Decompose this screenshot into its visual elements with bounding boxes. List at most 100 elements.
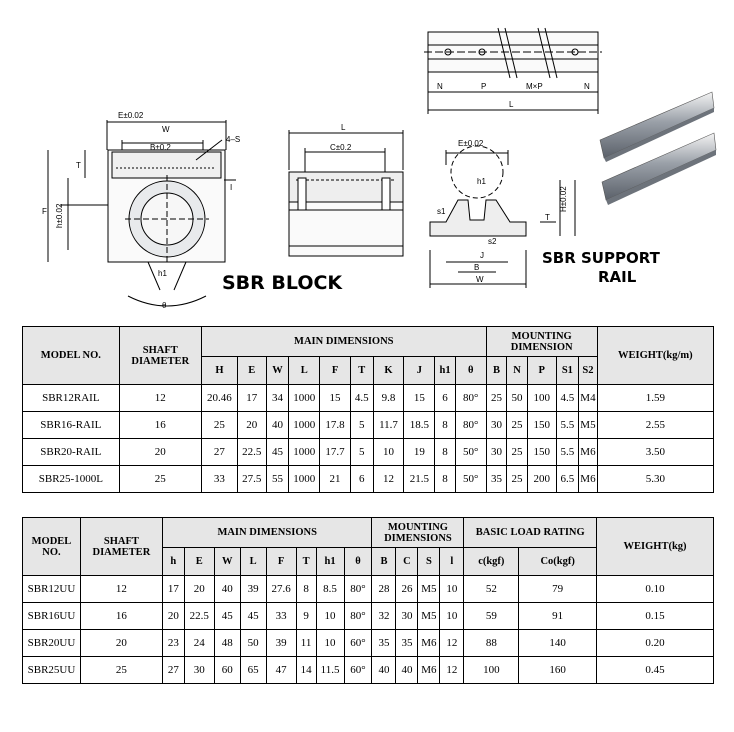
value-cell: 27 — [161, 656, 185, 684]
header2-mounting: MOUNTING DIMENSIONS — [371, 517, 465, 548]
value-cell: 30 — [485, 438, 508, 466]
header2-load-rating: BASIC LOAD RATING — [463, 517, 598, 548]
value-cell: 12 — [439, 656, 465, 684]
value-cell: 21 — [319, 465, 351, 493]
value-cell: 24 — [183, 629, 215, 657]
value-cell: 8 — [434, 411, 456, 439]
value-cell: 65 — [239, 656, 267, 684]
dim-h: h±0.02 — [55, 203, 64, 228]
value-cell: 140 — [518, 629, 598, 657]
dim-l-rail: L — [509, 100, 514, 109]
dim-b-rail: B — [474, 263, 479, 272]
value-cell: 40 — [371, 656, 397, 684]
value-cell: 30 — [395, 602, 419, 630]
value-cell: 10 — [439, 575, 465, 603]
dim-e: E±0.02 — [118, 111, 144, 120]
subheader-cell: F — [265, 547, 297, 576]
value-cell: 6 — [434, 384, 456, 412]
header-weight: WEIGHT(kg/m) — [596, 326, 715, 385]
subheader-cell: S — [417, 547, 441, 576]
value-cell: 33 — [200, 465, 238, 493]
value-cell: 5 — [349, 438, 374, 466]
value-cell: 40 — [213, 575, 241, 603]
value-cell: 5 — [349, 411, 374, 439]
value-cell: 35 — [395, 629, 419, 657]
value-cell: 9 — [295, 602, 317, 630]
dim-theta: θ — [162, 301, 167, 310]
value-cell: 33 — [265, 602, 297, 630]
value-cell: M6 — [417, 656, 441, 684]
value-cell: 11 — [295, 629, 317, 657]
dim-s1: s1 — [437, 207, 446, 216]
subheader-cell: L — [288, 356, 321, 385]
value-cell: 39 — [265, 629, 297, 657]
subheader-cell: N — [506, 356, 528, 385]
subheader-cell: J — [403, 356, 436, 385]
value-cell: 10 — [315, 629, 345, 657]
subheader-cell: c(kgf) — [463, 547, 520, 576]
rail-title-line1: SBR SUPPORT — [542, 249, 660, 267]
value-cell: 16 — [79, 602, 163, 630]
value-cell: 17 — [161, 575, 185, 603]
header2-shaft: SHAFT DIAMETER — [79, 517, 163, 576]
value-cell: 35 — [371, 629, 397, 657]
value-cell: 48 — [213, 629, 241, 657]
value-cell: 32 — [371, 602, 397, 630]
subheader-cell: T — [295, 547, 317, 576]
value-cell: 23 — [161, 629, 185, 657]
model-cell: SBR16UU — [22, 602, 81, 630]
header-shaft: SHAFT DIAMETER — [118, 326, 202, 385]
value-cell: 0.10 — [596, 575, 714, 603]
value-cell: 5.5 — [555, 411, 580, 439]
subheader-cell: K — [372, 356, 405, 385]
value-cell: 150 — [526, 411, 557, 439]
value-cell: 19 — [403, 438, 436, 466]
subheader-cell: H — [200, 356, 238, 385]
value-cell: 12 — [118, 384, 202, 412]
dim-f: F — [42, 207, 47, 216]
rail-top-view — [424, 27, 602, 114]
value-cell: 40 — [265, 411, 290, 439]
value-cell: 27 — [200, 438, 238, 466]
subheader-cell: L — [239, 547, 267, 576]
model-cell: SBR12UU — [22, 575, 81, 603]
value-cell: 59 — [463, 602, 520, 630]
model-cell: SBR25UU — [22, 656, 81, 684]
dim-t: T — [76, 161, 81, 170]
value-cell: 60° — [343, 656, 373, 684]
value-cell: 40 — [395, 656, 419, 684]
header-model: MODEL NO. — [22, 326, 120, 385]
value-cell: 3.50 — [596, 438, 715, 466]
value-cell: 50 — [506, 384, 528, 412]
value-cell: M6 — [417, 629, 441, 657]
value-cell: 15 — [403, 384, 436, 412]
header2-main-dimensions: MAIN DIMENSIONS — [161, 517, 373, 548]
value-cell: 10 — [372, 438, 405, 466]
subheader-cell: T — [349, 356, 374, 385]
value-cell: 20 — [79, 629, 163, 657]
value-cell: 80° — [343, 575, 373, 603]
dim-h1: h1 — [158, 269, 167, 278]
header2-weight: WEIGHT(kg) — [596, 517, 714, 576]
subheader-cell: Co(kgf) — [518, 547, 598, 576]
drawing-canvas: E±0.02 W B±0.2 4–S T h±0.02 F h1 θ I L C… — [42, 27, 717, 310]
value-cell: 26 — [395, 575, 419, 603]
value-cell: 88 — [463, 629, 520, 657]
technical-drawings: E±0.02 W B±0.2 4–S T h±0.02 F h1 θ I L C… — [0, 0, 734, 318]
value-cell: 5.30 — [596, 465, 715, 493]
value-cell: 60 — [213, 656, 241, 684]
subheader-cell: E — [183, 547, 215, 576]
dim-mxp: M×P — [526, 82, 543, 91]
subheader-cell: F — [319, 356, 351, 385]
value-cell: 14 — [295, 656, 317, 684]
value-cell: 2.55 — [596, 411, 715, 439]
model-cell: SBR16-RAIL — [22, 411, 120, 439]
subheader-cell: E — [236, 356, 267, 385]
block-side-view — [288, 130, 404, 257]
value-cell: 12 — [79, 575, 163, 603]
subheader-cell: B — [485, 356, 508, 385]
